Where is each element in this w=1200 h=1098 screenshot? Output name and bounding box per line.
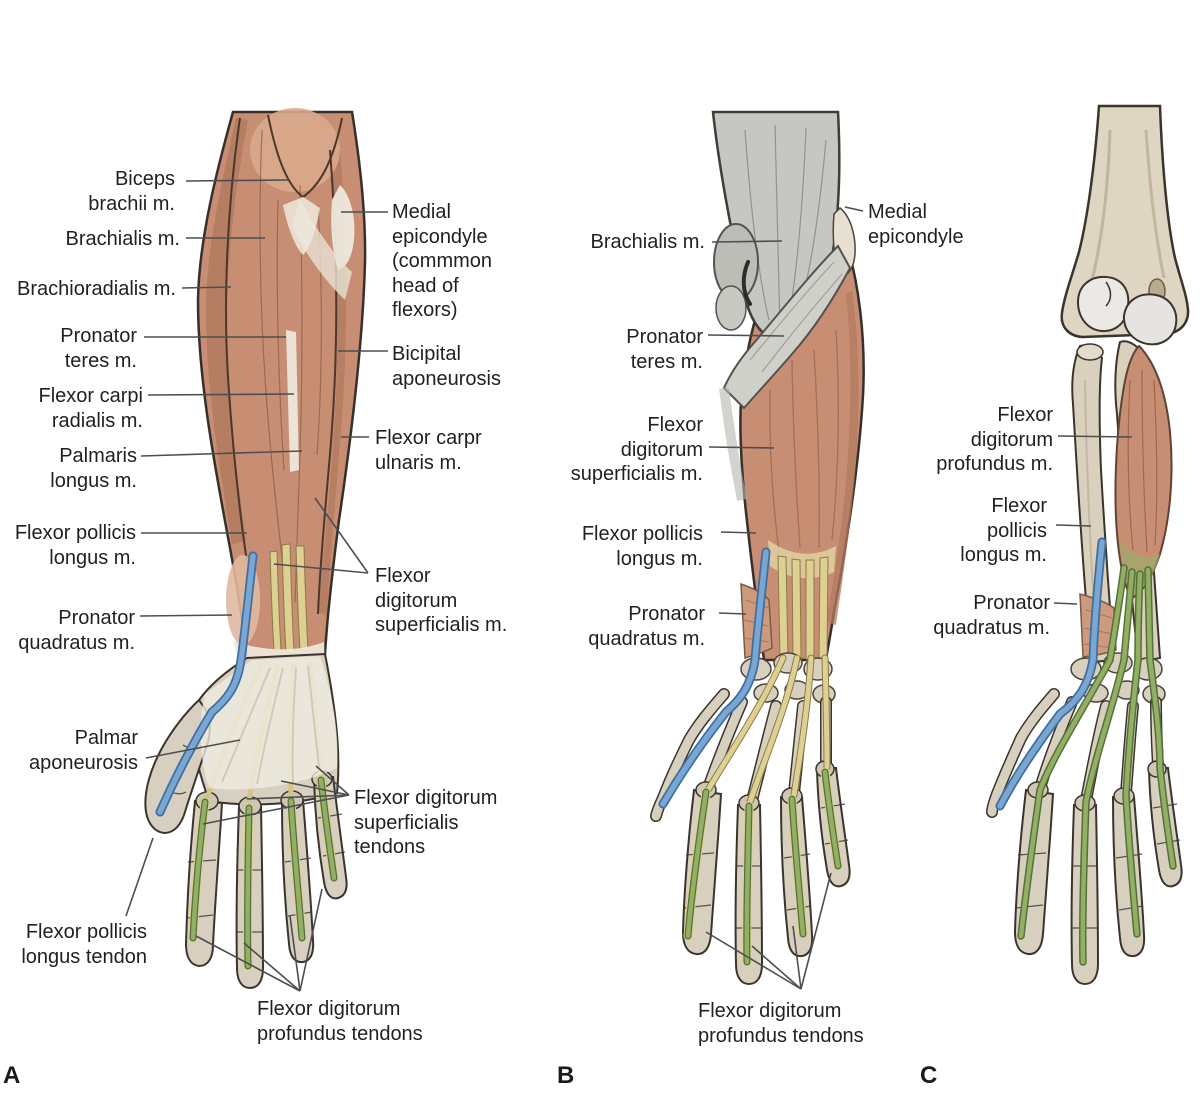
illustration-forearm-intermediate	[650, 110, 865, 986]
label-b-pronator-quadratus: Pronator quadratus m.	[588, 603, 705, 650]
label-a-pronator-quadratus: Pronator quadratus m.	[18, 607, 135, 654]
panel-letter-b: B	[557, 1062, 575, 1089]
label-a-flexor-carpi-radialis: Flexor carpi radialis m.	[38, 385, 143, 432]
label-b-medial-epicondyle: Medial epicondyle	[868, 201, 964, 248]
label-a-pronator-teres: Pronator teres m.	[60, 325, 137, 372]
label-b-brachialis: Brachialis m.	[590, 231, 705, 253]
label-a-flexor-carpr-ulnaris: Flexor carpr ulnaris m.	[375, 427, 482, 474]
label-a-bicipital-aponeurosis: Bicipital aponeurosis	[392, 343, 501, 390]
label-c-flexor-pollicis-longus: Flexor pollicis longus m.	[960, 495, 1047, 566]
label-a-flexor-pollicis-longus: Flexor pollicis longus m.	[14, 522, 136, 569]
label-b-flexor-digitorum-superficialis: Flexor digitorum superficialis m.	[570, 414, 703, 485]
label-a-palmaris-longus: Palmaris longus m.	[50, 445, 137, 492]
label-a-fdp-tendons: Flexor digitorum profundus tendons	[257, 998, 423, 1045]
panel-letter-c: C	[920, 1062, 938, 1089]
label-b-pronator-teres: Pronator teres m.	[626, 326, 703, 373]
illustration-forearm-deep	[986, 104, 1190, 986]
leader-lines	[125, 179, 1133, 992]
label-c-flexor-digitorum-profundus: Flexor digitorum profundus m.	[936, 404, 1053, 475]
label-a-medial-epicondyle: Medial epicondyle (commmon head of flexo…	[392, 201, 493, 321]
label-a-brachialis: Brachialis m.	[65, 228, 180, 250]
label-a-flexor-digitorum-superficialis: Flexor digitorum superficialis m.	[375, 565, 508, 636]
label-a-palmar-aponeurosis: Palmar aponeurosis	[29, 727, 138, 774]
label-a-biceps-brachii: Biceps brachii m.	[88, 168, 175, 215]
label-c-pronator-quadratus: Pronator quadratus m.	[933, 592, 1050, 639]
label-a-fds-tendons: Flexor digitorum superficialis tendons	[354, 787, 498, 858]
label-a-brachioradialis: Brachioradialis m.	[17, 278, 176, 300]
panel-letter-a: A	[3, 1062, 21, 1089]
label-b-fdp-tendons: Flexor digitorum profundus tendons	[698, 1000, 864, 1047]
illustration-forearm-superficial	[144, 108, 367, 990]
label-a-flexor-pollicis-longus-tendon: Flexor pollicis longus tendon	[21, 921, 147, 968]
label-b-flexor-pollicis-longus: Flexor pollicis longus m.	[581, 523, 703, 570]
